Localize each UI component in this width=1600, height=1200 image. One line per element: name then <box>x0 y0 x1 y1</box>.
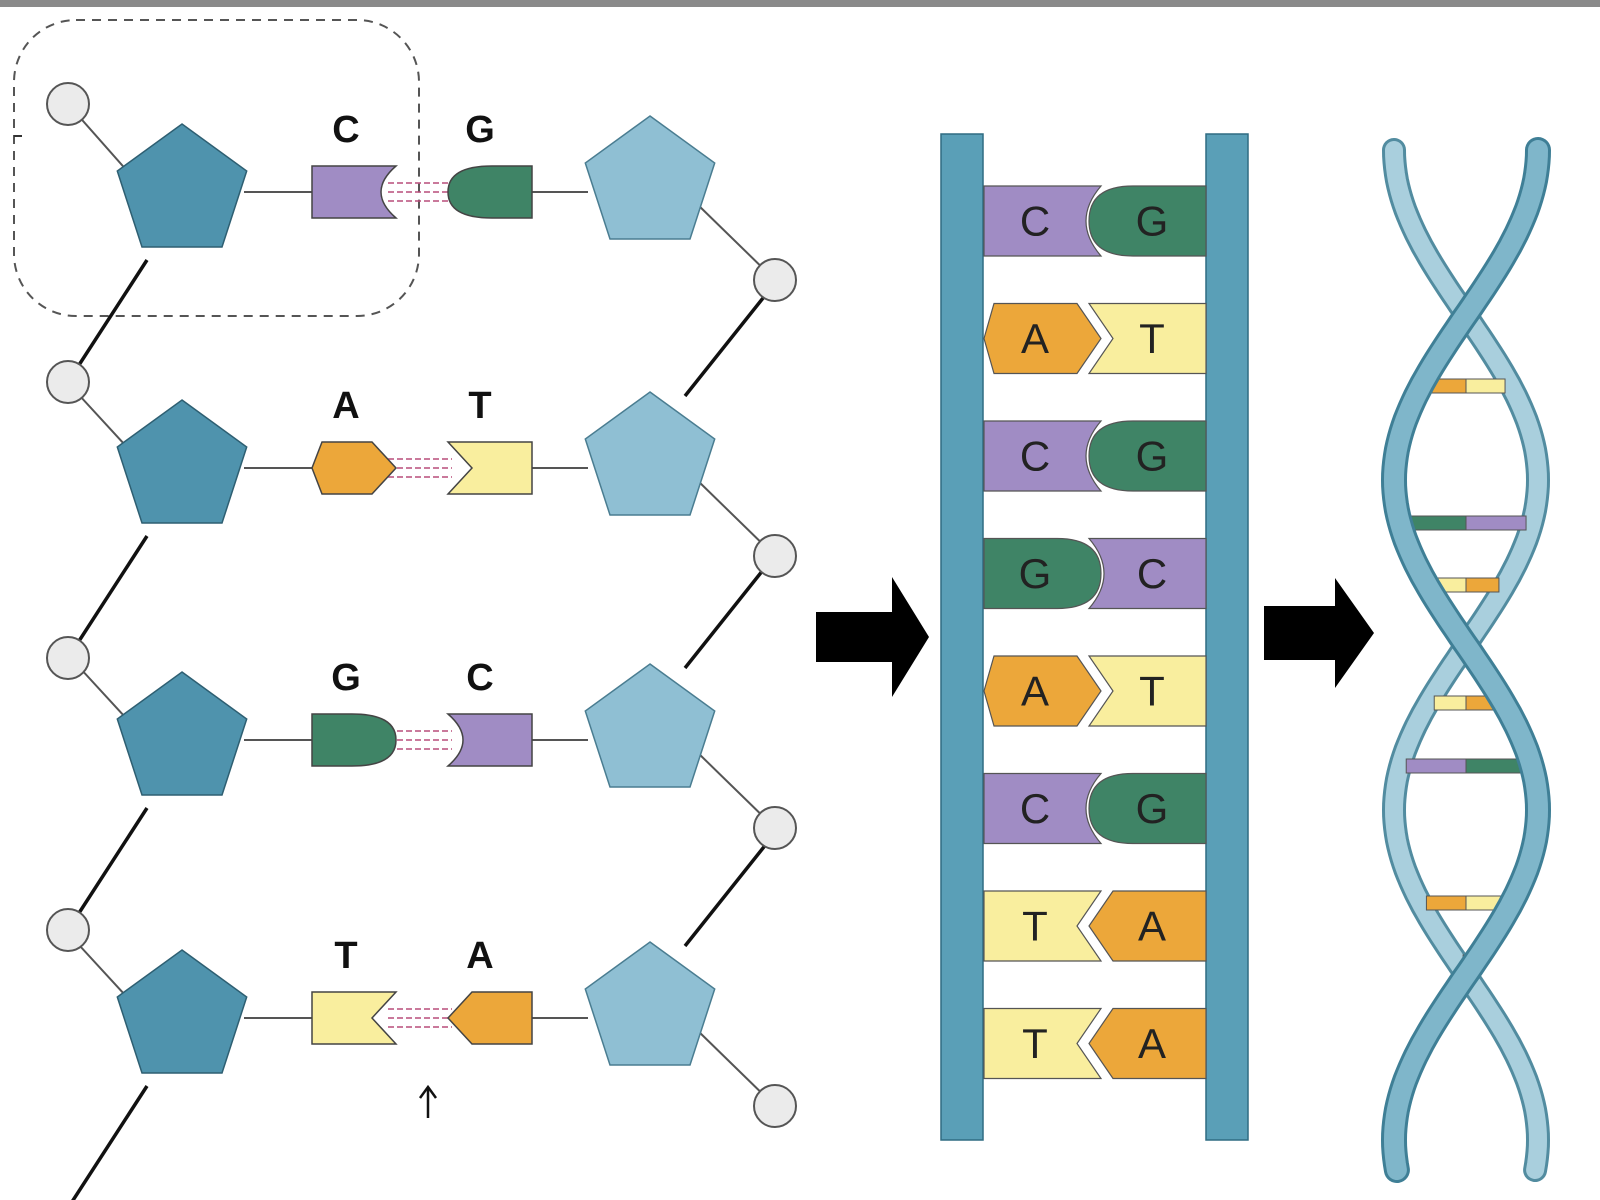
base-label: T <box>1139 315 1165 362</box>
cytosine-base <box>1465 515 1527 531</box>
helix-rungs <box>1405 378 1527 970</box>
base-label: T <box>334 935 357 977</box>
adenine-base <box>446 991 533 1045</box>
cytosine-base <box>1087 537 1207 610</box>
adenine-base <box>1425 895 1467 911</box>
base-label: T <box>1022 1020 1048 1067</box>
base-label: A <box>332 385 359 427</box>
base-label: C <box>332 109 359 151</box>
deoxyribose-sugar <box>116 399 248 524</box>
thymine-base <box>1465 378 1506 394</box>
nucleotide-chain: C G A T G C T A <box>13 19 797 1200</box>
adenine-base <box>983 302 1102 375</box>
base-label: C <box>466 657 493 699</box>
backbone-bond <box>66 535 149 659</box>
phosphate-group <box>753 258 797 302</box>
phosphate-group <box>753 1084 797 1128</box>
guanine-base <box>1088 772 1207 845</box>
backbone-bond <box>66 259 149 383</box>
helix-front-strand <box>1380 137 1552 1183</box>
ladder-right-rail <box>1205 133 1249 1141</box>
thymine-base <box>983 890 1103 962</box>
adenine-base <box>1088 1007 1207 1080</box>
guanine-base <box>311 713 397 767</box>
cytosine-base <box>983 420 1103 492</box>
base-label: A <box>1138 1020 1166 1067</box>
base-label: T <box>1139 668 1165 715</box>
base-label: G <box>1019 550 1052 597</box>
phosphate-group <box>46 360 90 404</box>
adenine-base <box>1465 577 1500 593</box>
base-label: G <box>1136 433 1169 480</box>
deoxyribose-sugar <box>584 391 716 516</box>
phosphate-group <box>46 82 90 126</box>
deoxyribose-sugar <box>116 671 248 796</box>
cytosine-base <box>311 165 399 219</box>
base-label: C <box>1020 433 1050 480</box>
backbone-bond <box>71 1085 149 1200</box>
phosphate-group <box>46 636 90 680</box>
deoxyribose-sugar <box>584 115 716 240</box>
thymine-base <box>446 441 533 495</box>
base-label: A <box>1021 668 1049 715</box>
base-label: A <box>1138 903 1166 950</box>
base-label: T <box>1022 903 1048 950</box>
base-label: G <box>1136 198 1169 245</box>
backbone-bond <box>683 553 777 670</box>
adenine-base <box>1088 890 1207 962</box>
right-arrow-icon <box>1264 578 1374 688</box>
thymine-base <box>1087 655 1207 727</box>
base-label: A <box>1021 315 1049 362</box>
adenine-base <box>983 655 1102 727</box>
guanine-base <box>1088 420 1207 492</box>
backbone-bond <box>683 831 777 948</box>
double-helix <box>1380 137 1552 1183</box>
chain-items: C G A T G C T A <box>46 82 797 1128</box>
backbone-bond <box>683 281 777 398</box>
top-bar <box>0 0 1600 7</box>
up-arrow-icon <box>418 1084 438 1118</box>
guanine-base <box>447 165 533 219</box>
deoxyribose-sugar <box>584 941 716 1066</box>
base-label: T <box>468 385 491 427</box>
base-label: G <box>331 657 361 699</box>
ladder-rungs: C G A T C G G C A T C G T A T A <box>983 185 1207 1080</box>
thymine-base <box>983 1007 1103 1080</box>
phosphate-group <box>753 534 797 578</box>
cytosine-base <box>1405 758 1467 774</box>
guanine-base <box>1088 185 1207 257</box>
base-label: C <box>1020 785 1050 832</box>
right-arrow-icon <box>816 577 929 697</box>
cytosine-base <box>445 713 533 767</box>
cytosine-base <box>983 772 1103 845</box>
phosphate-group <box>753 806 797 850</box>
deoxyribose-sugar <box>116 123 248 248</box>
base-label: A <box>466 935 493 977</box>
base-label: C <box>1137 550 1167 597</box>
dna-ladder: C G A T C G G C A T C G T A T A <box>940 133 1249 1141</box>
helix-strand <box>1383 140 1549 1180</box>
nucleotide-outline <box>13 19 420 317</box>
backbone-bond <box>66 807 149 931</box>
adenine-base <box>311 441 398 495</box>
deoxyribose-sugar <box>116 949 248 1074</box>
base-label: G <box>1136 785 1169 832</box>
base-label: G <box>465 109 495 151</box>
cytosine-base <box>983 185 1103 257</box>
guanine-base <box>983 537 1102 610</box>
phosphate-group <box>46 908 90 952</box>
base-label: C <box>1020 198 1050 245</box>
ladder-left-rail <box>940 133 984 1141</box>
thymine-base <box>1433 695 1467 711</box>
thymine-base <box>311 991 398 1045</box>
deoxyribose-sugar <box>584 663 716 788</box>
thymine-base <box>1087 302 1207 375</box>
